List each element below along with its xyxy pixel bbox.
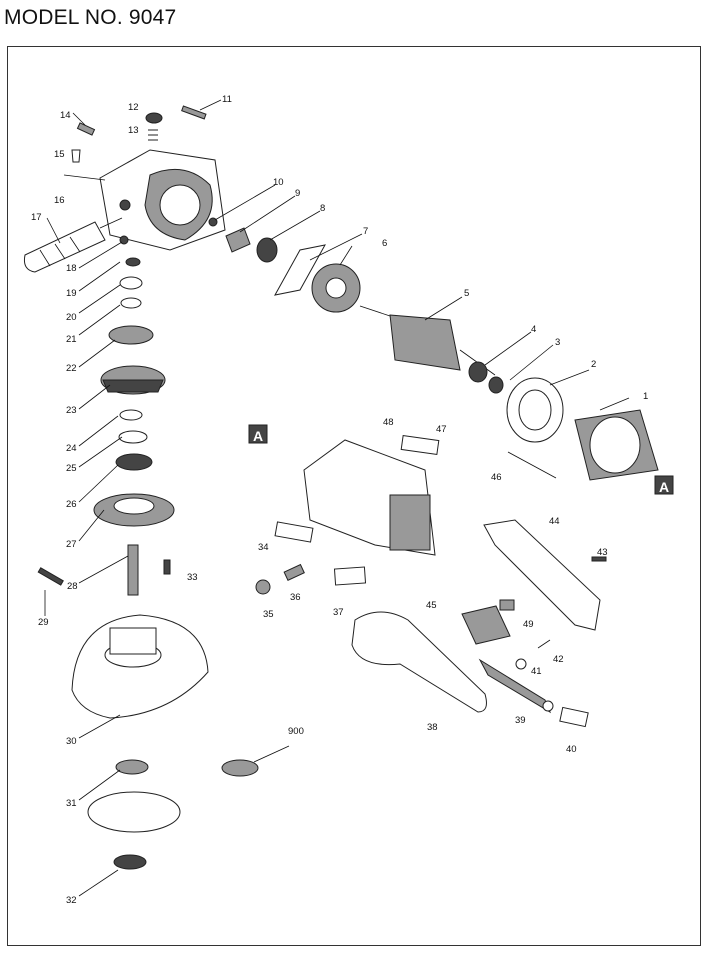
callout-36: 36 xyxy=(290,592,301,603)
callout-3: 3 xyxy=(555,337,560,348)
callout-29: 29 xyxy=(38,617,49,628)
callout-6: 6 xyxy=(382,238,387,249)
callout-13: 13 xyxy=(128,125,139,136)
callout-49: 49 xyxy=(523,619,534,630)
callout-32: 32 xyxy=(66,895,77,906)
section-markers: A A xyxy=(253,428,669,495)
callout-18: 18 xyxy=(66,263,77,274)
callout-20: 20 xyxy=(66,312,77,323)
callout-1: 1 xyxy=(643,391,648,402)
callout-37: 37 xyxy=(333,607,344,618)
callout-numbers: 1 2 3 4 5 6 7 8 9 10 11 12 13 14 15 16 1… xyxy=(31,94,648,906)
spindle-stack-parts xyxy=(37,257,175,596)
side-handle-part xyxy=(24,217,123,273)
callout-23: 23 xyxy=(66,405,77,416)
callout-8: 8 xyxy=(320,203,325,214)
gear-housing-part xyxy=(99,149,226,251)
callout-17: 17 xyxy=(31,212,42,223)
callout-44: 44 xyxy=(549,516,560,527)
wheel-and-flanges-parts xyxy=(87,759,259,870)
callout-42: 42 xyxy=(553,654,564,665)
field-parts xyxy=(248,377,674,495)
model-title: MODEL NO. 9047 xyxy=(4,6,177,29)
callout-11: 11 xyxy=(222,94,232,105)
callout-9: 9 xyxy=(295,188,300,199)
motor-housing-part xyxy=(255,434,440,595)
callout-33: 33 xyxy=(187,572,198,583)
callout-38: 38 xyxy=(427,722,438,733)
callout-2: 2 xyxy=(591,359,596,370)
section-marker-a-right: A xyxy=(659,479,669,495)
callout-27: 27 xyxy=(66,539,77,550)
callout-leaders xyxy=(44,99,630,897)
callout-40: 40 xyxy=(566,744,577,755)
callout-14: 14 xyxy=(60,110,71,121)
callout-45: 45 xyxy=(426,600,437,611)
armature-parts xyxy=(208,217,504,394)
callout-12: 12 xyxy=(128,102,139,113)
rear-cover-part xyxy=(461,519,607,645)
callout-22: 22 xyxy=(66,363,77,374)
callout-48: 48 xyxy=(383,417,394,428)
section-marker-a-left: A xyxy=(253,428,263,444)
callout-28: 28 xyxy=(67,581,78,592)
callout-43: 43 xyxy=(597,547,608,558)
callout-16: 16 xyxy=(54,195,65,206)
callout-24: 24 xyxy=(66,443,77,454)
callout-25: 25 xyxy=(66,463,77,474)
callout-900: 900 xyxy=(288,726,304,737)
callout-47: 47 xyxy=(436,424,447,435)
callout-41: 41 xyxy=(531,666,542,677)
callout-15: 15 xyxy=(54,149,65,160)
callout-31: 31 xyxy=(66,798,77,809)
callout-26: 26 xyxy=(66,499,77,510)
callout-7: 7 xyxy=(363,226,368,237)
callout-39: 39 xyxy=(515,715,526,726)
diagram-frame xyxy=(7,46,701,946)
handle-part xyxy=(351,611,589,728)
callout-34: 34 xyxy=(258,542,269,553)
callout-21: 21 xyxy=(66,334,77,345)
callout-19: 19 xyxy=(66,288,77,299)
callout-35: 35 xyxy=(263,609,274,620)
callout-4: 4 xyxy=(531,324,536,335)
callout-10: 10 xyxy=(273,177,284,188)
callout-30: 30 xyxy=(66,736,77,747)
wheel-guard-part xyxy=(71,614,209,719)
small-fastener-parts xyxy=(71,105,207,245)
callout-5: 5 xyxy=(464,288,469,299)
callout-46: 46 xyxy=(491,472,502,483)
